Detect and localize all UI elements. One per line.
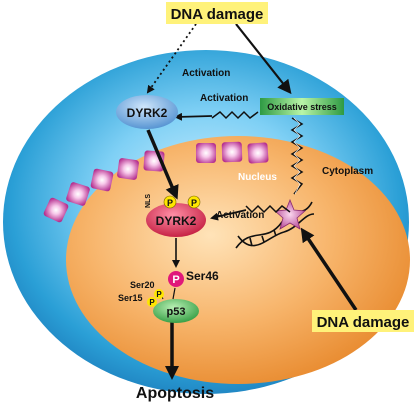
- dyrk2-translocation-arrow: [146, 129, 179, 200]
- ser46-link: [172, 287, 176, 300]
- dna-damage-top-box: [166, 2, 268, 24]
- phosphate-label: P: [156, 290, 162, 299]
- oxidative-stress-signal-highlight: [293, 117, 301, 195]
- dna-damage-star-icon: [274, 198, 306, 230]
- phosphate-label: P: [191, 198, 197, 208]
- ser46-label: Ser46: [186, 269, 219, 283]
- ser20-label: Ser20: [130, 280, 155, 290]
- apoptosis-label: Apoptosis: [136, 385, 214, 402]
- nuclear-pore: [43, 197, 69, 223]
- dna-damage-to-oxidative-arrow: [235, 23, 292, 95]
- dyrk2-cytoplasmic-protein: [116, 95, 178, 129]
- activation-mid-squiggle-icon: [211, 110, 259, 120]
- oxidative-stress-box: [260, 98, 344, 115]
- dyrk2-cytoplasm-label: DYRK2: [127, 106, 168, 120]
- nuclear-pore: [90, 168, 114, 192]
- oxidative-stress-signal-icon: [290, 117, 304, 195]
- p53-protein: [153, 299, 199, 323]
- nls-label: NLS: [145, 194, 152, 208]
- nuclear-pores: [43, 141, 269, 223]
- nuclear-pore: [196, 143, 216, 163]
- dyrk2-phosphate-right: P: [187, 195, 201, 209]
- phosphate-label: P: [172, 274, 179, 286]
- activation-mid-arrow: [174, 112, 213, 121]
- dyrk2-phosphate-left: P: [163, 195, 177, 209]
- dna-damage-bottom-label: DNA damage: [317, 314, 410, 331]
- dyrk2-nucleus-label: DYRK2: [156, 214, 197, 228]
- p53-label: p53: [167, 306, 186, 318]
- ser20-phosphate: P: [154, 289, 164, 299]
- phosphate-label: P: [149, 298, 155, 307]
- dna-damage-bottom-box: [312, 310, 414, 332]
- phosphate-label: P: [167, 198, 173, 208]
- ser15-label: Ser15: [118, 293, 143, 303]
- ser15-phosphate: P: [147, 297, 157, 307]
- activation-mid-label: Activation: [200, 93, 248, 104]
- dna-damage-top-label: DNA damage: [171, 6, 264, 23]
- oxidative-stress-label: Oxidative stress: [267, 102, 337, 112]
- nuclear-pore: [221, 141, 243, 163]
- nucleus-label: Nucleus: [238, 172, 277, 183]
- nuclear-pore: [66, 182, 90, 206]
- dna-damage-to-dyrk2-dotted-arrow: [146, 23, 197, 94]
- activation-nucleus-squiggle-icon: [245, 204, 291, 214]
- activation-nucleus-label: Activation: [216, 210, 264, 221]
- nuclear-pore: [117, 158, 139, 180]
- dyrk2-nuclear-protein: [146, 203, 206, 237]
- activation-nucleus-arrow: [210, 209, 247, 221]
- cytoplasm-label: Cytoplasm: [322, 166, 373, 177]
- dna-damage-bottom-to-star-arrow: [300, 227, 358, 311]
- ser46-phosphate: P: [168, 271, 184, 287]
- activation-top-label: Activation: [182, 68, 230, 79]
- nuclear-pore: [247, 142, 269, 164]
